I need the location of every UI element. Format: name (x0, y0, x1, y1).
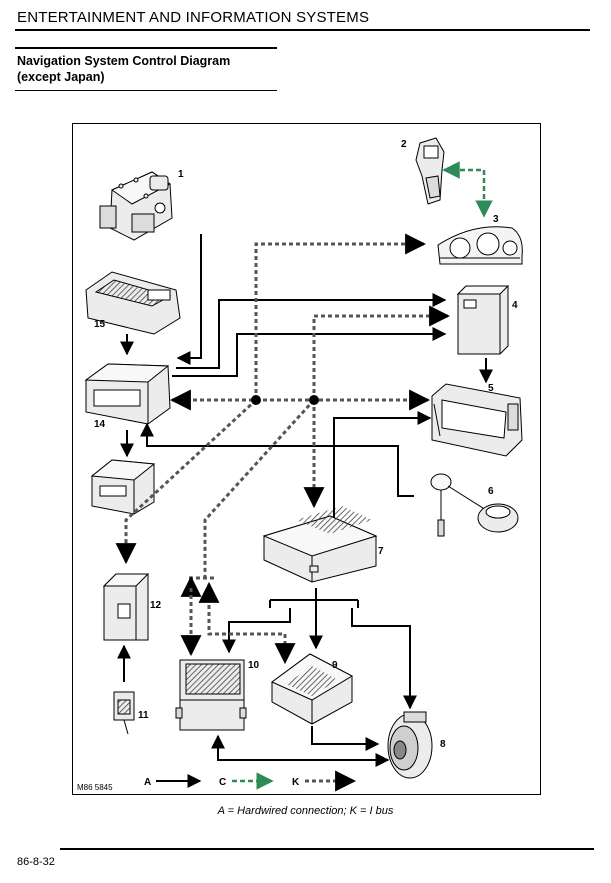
navigation-computer-component (262, 506, 378, 583)
legend-key-c: C (219, 777, 226, 788)
ibus-junction-left (251, 395, 261, 405)
audio-unit-component (85, 271, 181, 335)
green-connection (442, 161, 493, 218)
callout-7: 7 (378, 546, 384, 557)
gps-antenna-component (430, 473, 519, 537)
telematics-switch-component (415, 137, 445, 205)
callout-5: 5 (488, 383, 494, 394)
figure-code: M86 5845 (77, 783, 113, 792)
abs-module-component (99, 171, 173, 241)
telephone-module-component (102, 573, 150, 641)
display-unit-component (431, 383, 523, 457)
legend-key-a: A (144, 777, 151, 788)
speaker-component (387, 711, 433, 779)
page-number: 86-8-32 (17, 856, 55, 868)
callout-4: 4 (512, 300, 518, 311)
footer-rule (60, 848, 594, 850)
radio-cassette-component (175, 659, 247, 731)
diagram-caption: A = Hardwired connection; K = I bus (217, 805, 394, 817)
section-rule-bottom (15, 90, 277, 91)
ibus-junction-right (309, 395, 319, 405)
callout-2: 2 (401, 139, 407, 150)
diagram-frame (72, 123, 541, 795)
section-rule-top (15, 47, 277, 49)
callout-11: 11 (138, 710, 149, 721)
gps-module-component (456, 285, 510, 355)
instrument-pack-component (437, 226, 523, 265)
section-title: Navigation System Control Diagram (excep… (17, 54, 231, 84)
header-rule (15, 29, 590, 31)
callout-10: 10 (248, 660, 260, 671)
callout-3: 3 (493, 214, 499, 225)
navigation-control-diagram: 1 2 3 4 5 6 7 8 9 10 11 12 14 15 M86 584… (72, 123, 541, 795)
microphone-component (113, 691, 135, 735)
callout-15: 15 (94, 319, 106, 330)
legend-key-k: K (292, 777, 300, 788)
callout-14: 14 (94, 419, 106, 430)
header-title: ENTERTAINMENT AND INFORMATION SYSTEMS (17, 9, 370, 26)
hardwired-connections (117, 234, 493, 767)
cd-autochanger-component (90, 459, 156, 515)
display-control-module-component (84, 363, 171, 425)
callout-1: 1 (178, 169, 184, 180)
callout-12: 12 (150, 600, 162, 611)
callout-9: 9 (332, 660, 338, 671)
amplifier-component (271, 653, 354, 725)
ibus-connections (115, 233, 451, 665)
callout-8: 8 (440, 739, 446, 750)
callout-6: 6 (488, 486, 494, 497)
